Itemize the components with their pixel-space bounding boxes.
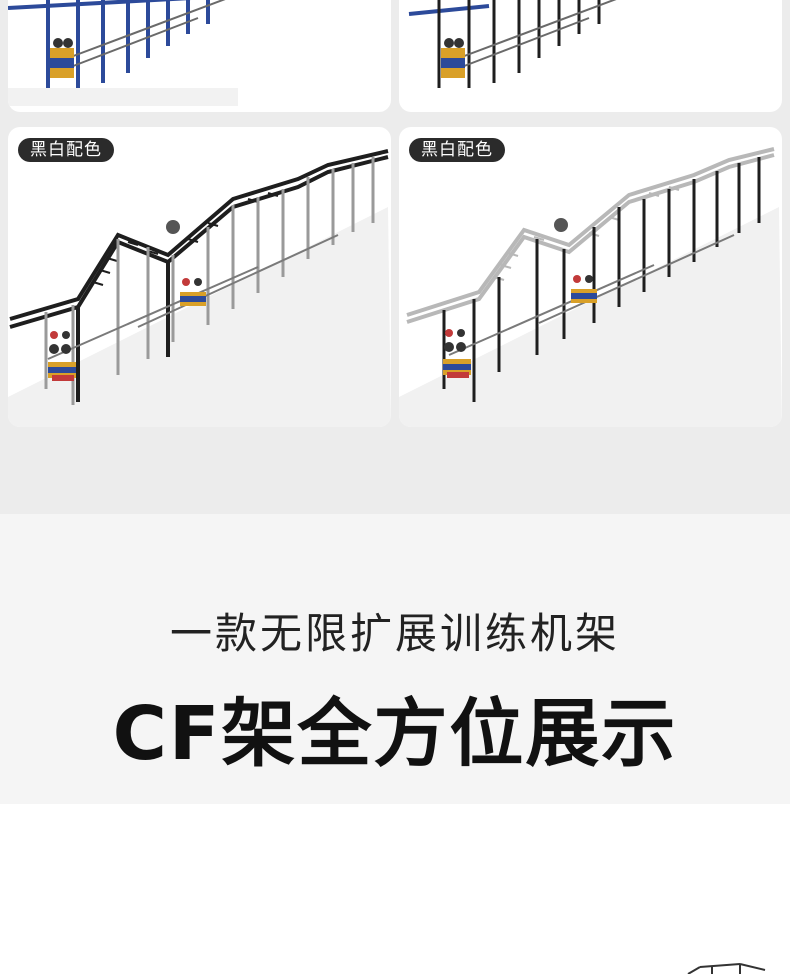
product-image-white[interactable]: 黑白配色	[399, 127, 782, 427]
product-image-blue-1[interactable]	[8, 0, 391, 112]
product-gallery: 黑白配色	[0, 0, 790, 514]
color-variant-tag: 黑白配色	[409, 138, 505, 162]
color-variant-tag: 黑白配色	[18, 138, 114, 162]
rack-corner-preview	[687, 963, 766, 974]
product-image-black[interactable]: 黑白配色	[8, 127, 391, 427]
banner-title: CF架全方位展示	[112, 691, 678, 777]
product-image-blue-2[interactable]	[399, 0, 782, 112]
banner-subtitle: 一款无限扩展训练机架	[169, 609, 620, 658]
product-showcase-area	[0, 804, 790, 974]
rack-illustration	[8, 149, 391, 427]
rack-illustration	[408, 0, 617, 88]
rack-illustration	[399, 147, 782, 427]
rack-illustration	[8, 0, 238, 106]
section-banner: 一款无限扩展训练机架 CF架全方位展示	[0, 514, 790, 804]
